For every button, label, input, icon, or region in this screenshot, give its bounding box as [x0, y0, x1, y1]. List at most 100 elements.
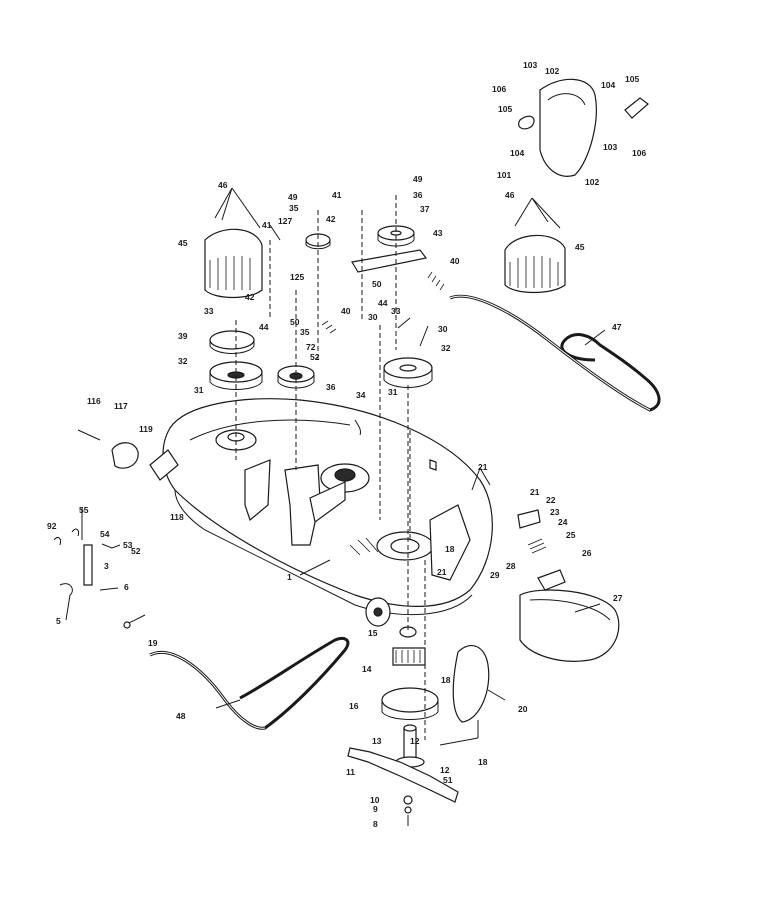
label-106-left: 106 — [492, 84, 506, 94]
label-39: 39 — [178, 331, 188, 341]
label-30-right: 30 — [438, 324, 448, 334]
linkage-parts — [53, 429, 146, 629]
label-28: 28 — [506, 561, 516, 571]
label-37: 37 — [420, 204, 430, 214]
part-labels: 103 102 106 105 104 101 105 104 103 106 … — [47, 60, 646, 829]
springs — [321, 271, 445, 334]
label-46-left: 46 — [218, 180, 228, 190]
label-44-right: 44 — [378, 298, 388, 308]
label-18-right: 18 — [441, 675, 451, 685]
leader-lines — [214, 187, 606, 746]
label-104-left: 104 — [510, 148, 524, 158]
belt-guard-left — [204, 228, 263, 299]
discharge-chute-assembly — [452, 509, 620, 723]
belt-48 — [149, 636, 350, 730]
label-27: 27 — [613, 593, 623, 603]
label-102-top: 102 — [545, 66, 559, 76]
label-40-center: 40 — [341, 306, 351, 316]
label-5: 5 — [56, 616, 61, 626]
label-3: 3 — [104, 561, 109, 571]
label-21-right: 21 — [530, 487, 540, 497]
label-54: 54 — [100, 529, 110, 539]
label-6: 6 — [124, 582, 129, 592]
spindle-assembly — [347, 626, 459, 826]
label-51: 51 — [443, 775, 453, 785]
label-35-center: 35 — [300, 327, 310, 337]
label-50-right: 50 — [372, 279, 382, 289]
label-30-left: 30 — [368, 312, 378, 322]
idler-arm-43 — [351, 249, 428, 273]
label-36-center: 36 — [326, 382, 336, 392]
label-21-center: 21 — [437, 567, 447, 577]
label-48: 48 — [176, 711, 186, 721]
label-32-left: 32 — [178, 356, 188, 366]
label-52-center: 52 — [310, 352, 320, 362]
deflector-shield-101 — [518, 78, 649, 177]
label-53: 53 — [123, 540, 133, 550]
label-24: 24 — [558, 517, 568, 527]
alignment-lines — [235, 195, 426, 740]
label-18-center: 18 — [445, 544, 455, 554]
label-12-upper: 12 — [410, 736, 420, 746]
belt-47 — [449, 294, 661, 412]
label-32-right: 32 — [441, 343, 451, 353]
label-33-right: 33 — [391, 306, 401, 316]
label-26: 26 — [582, 548, 592, 558]
label-103-top: 103 — [523, 60, 537, 70]
label-1: 1 — [287, 572, 292, 582]
label-105-right: 105 — [625, 74, 639, 84]
pulley-right — [383, 357, 433, 388]
label-102-right: 102 — [585, 177, 599, 187]
label-10: 10 — [370, 795, 380, 805]
label-18-bottom: 18 — [478, 757, 488, 767]
label-119: 119 — [139, 424, 153, 434]
label-8: 8 — [373, 819, 378, 829]
label-49-right: 49 — [413, 174, 423, 184]
belt-guard-right — [504, 234, 566, 294]
label-41-left: 41 — [262, 220, 272, 230]
label-50-left: 50 — [290, 317, 300, 327]
label-92: 92 — [47, 521, 57, 531]
label-43: 43 — [433, 228, 443, 238]
label-22: 22 — [546, 495, 556, 505]
label-42-center: 42 — [326, 214, 336, 224]
label-33-left: 33 — [204, 306, 214, 316]
label-125: 125 — [290, 272, 304, 282]
label-31-left: 31 — [194, 385, 204, 395]
label-47: 47 — [612, 322, 622, 332]
label-46-right: 46 — [505, 190, 515, 200]
label-14: 14 — [362, 664, 372, 674]
label-19: 19 — [148, 638, 158, 648]
label-127: 127 — [278, 216, 292, 226]
label-117: 117 — [114, 401, 128, 411]
label-45-right: 45 — [575, 242, 585, 252]
label-52-left: 52 — [131, 546, 141, 556]
label-49-left: 49 — [288, 192, 298, 202]
label-12-lower: 12 — [440, 765, 450, 775]
label-34: 34 — [356, 390, 366, 400]
label-16: 16 — [349, 701, 359, 711]
label-15: 15 — [368, 628, 378, 638]
label-55: 55 — [79, 505, 89, 515]
label-42-left: 42 — [245, 292, 255, 302]
label-35-top: 35 — [289, 203, 299, 213]
label-13: 13 — [372, 736, 382, 746]
label-44-left: 44 — [259, 322, 269, 332]
label-104-right: 104 — [601, 80, 615, 90]
label-72: 72 — [306, 342, 316, 352]
label-103-right: 103 — [603, 142, 617, 152]
label-11: 11 — [346, 767, 355, 777]
pulley-center — [277, 365, 315, 389]
label-25: 25 — [566, 530, 576, 540]
label-23: 23 — [550, 507, 560, 517]
label-116: 116 — [87, 396, 101, 406]
label-118: 118 — [170, 512, 184, 522]
label-101: 101 — [497, 170, 511, 180]
label-21-top: 21 — [478, 462, 488, 472]
label-105-left: 105 — [498, 104, 512, 114]
label-31-right: 31 — [388, 387, 398, 397]
label-29: 29 — [490, 570, 500, 580]
label-45-left: 45 — [178, 238, 188, 248]
label-40-top: 40 — [450, 256, 460, 266]
